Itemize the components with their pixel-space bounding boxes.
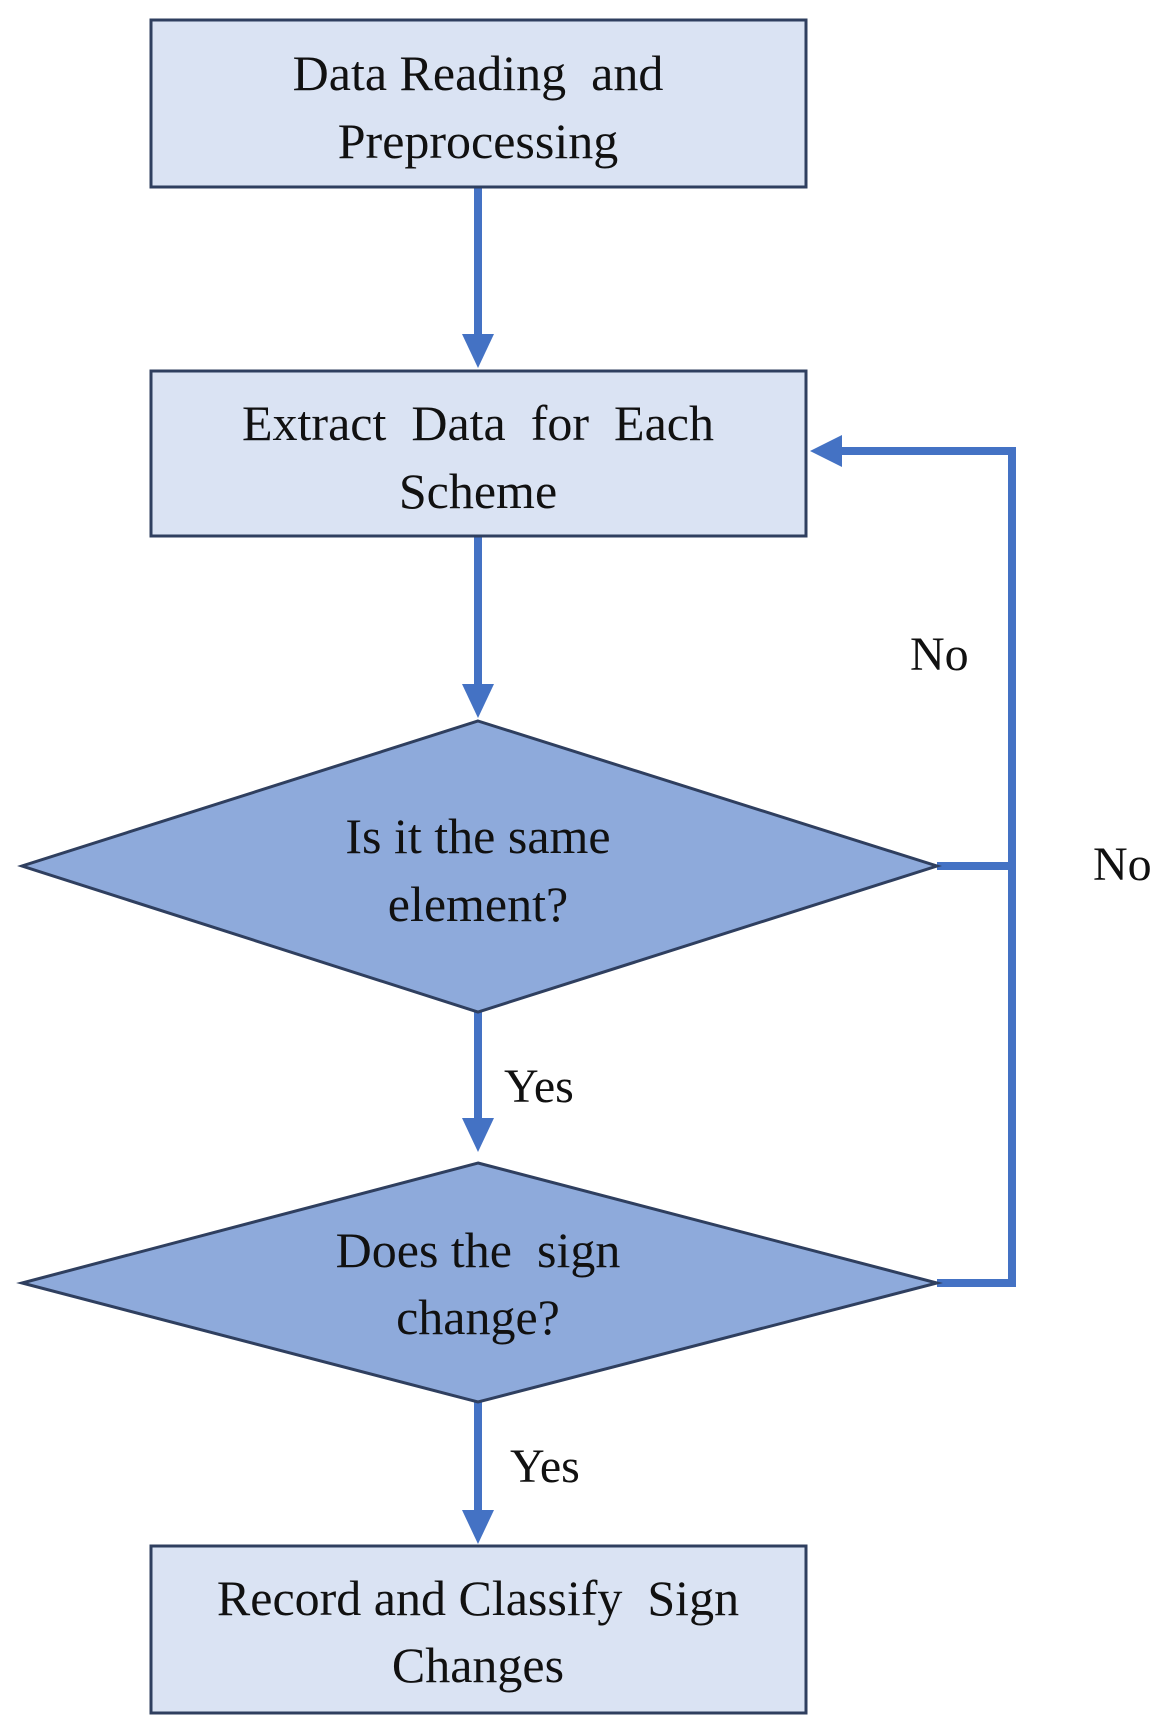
arrowhead-icon <box>810 435 842 467</box>
arrowhead-icon <box>462 334 494 368</box>
arrowhead-icon <box>462 684 494 718</box>
decision-same-element-line1: Is it the same <box>345 808 610 864</box>
node-record-classify: Record and Classify Sign Changes <box>149 1544 808 1715</box>
node-data-reading-line2: Preprocessing <box>338 113 619 169</box>
decision-same-element-line2: element? <box>388 876 568 932</box>
arrowhead-icon <box>462 1118 494 1152</box>
decision-sign-change: Does the sign change? <box>16 1161 943 1404</box>
label-yes-sign-change: Yes <box>510 1440 580 1493</box>
label-yes-same-element: Yes <box>504 1060 574 1113</box>
node-record-classify-line1: Record and Classify Sign <box>217 1570 739 1626</box>
arrowhead-icon <box>462 1510 494 1544</box>
node-extract-data-line1: Extract Data for Each <box>242 395 714 451</box>
node-extract-data: Extract Data for Each Scheme <box>149 369 808 538</box>
decision-same-element: Is it the same element? <box>17 719 942 1014</box>
label-no-upper: No <box>910 628 969 681</box>
label-no-right: No <box>1093 838 1152 891</box>
node-data-reading-line1: Data Reading and <box>293 45 664 101</box>
node-record-classify-line2: Changes <box>392 1637 564 1693</box>
loop-no-sign-change <box>838 447 1016 1287</box>
node-data-reading: Data Reading and Preprocessing <box>149 18 808 189</box>
node-extract-data-line2: Scheme <box>399 463 557 519</box>
decision-sign-change-line1: Does the sign <box>336 1222 621 1278</box>
decision-sign-change-line2: change? <box>396 1289 560 1345</box>
